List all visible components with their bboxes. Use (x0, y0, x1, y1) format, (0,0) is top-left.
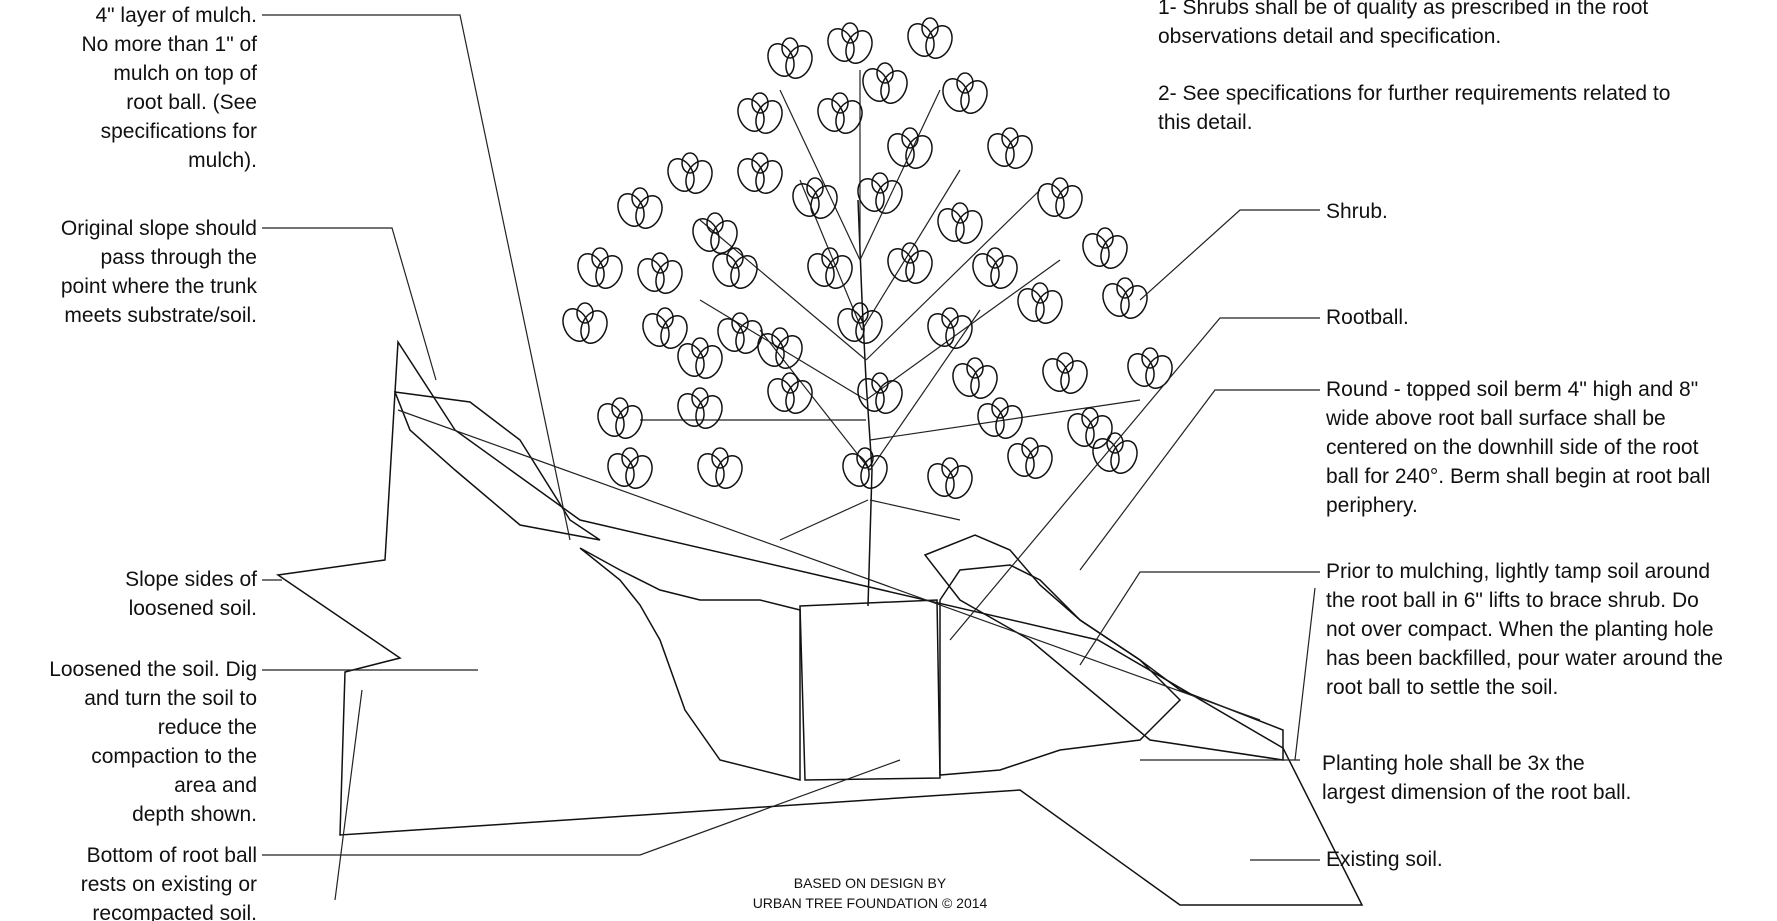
shrub-leaf (857, 372, 903, 414)
shrub-leaf (1102, 277, 1148, 319)
shrub (562, 17, 1173, 607)
shrub-leaf (862, 62, 908, 104)
shrub-leaf (642, 307, 688, 349)
shrub-leaf (562, 302, 608, 344)
shrub-leaf (842, 447, 888, 489)
shrub-leaf (887, 242, 933, 284)
callout-right-4: Prior to mulching, lightly tamp soil aro… (1326, 560, 1723, 699)
callout-right-6: Existing soil. (1326, 848, 1443, 871)
shrub-leaf (792, 177, 838, 219)
shrub-leaf (677, 337, 723, 379)
shrub-leaf (692, 212, 738, 254)
soil-berm-downhill (923, 534, 1284, 761)
shrub-leaf (887, 127, 933, 169)
note-2: 2- See specifications for further requir… (1158, 82, 1670, 134)
backfill-right (939, 564, 1182, 776)
original-slope-line (397, 409, 1261, 721)
shrub-leaf (907, 17, 953, 59)
shrub-leaf (972, 247, 1018, 289)
shrub-leaf (827, 22, 873, 64)
backfill-left (579, 547, 801, 781)
shrub-leaf (667, 152, 713, 194)
shrub-leaf (597, 397, 643, 439)
shrub-leaf (1042, 352, 1088, 394)
shrub-leaf (987, 127, 1033, 169)
shrub-leaf (757, 327, 803, 369)
shrub-leaf (1127, 347, 1173, 389)
shrub-leaf (1017, 282, 1063, 324)
callout-right-3: Round - topped soil berm 4" high and 8"w… (1325, 378, 1710, 517)
shrub-leaf (767, 372, 813, 414)
shrub-leaf (942, 72, 988, 114)
shrub-leaf (837, 302, 883, 344)
shrub-leaf (807, 247, 853, 289)
shrub-leaf (1092, 432, 1138, 474)
callout-right-1: Shrub. (1326, 200, 1388, 223)
shrub-leaf (857, 172, 903, 214)
shrub-leaf (737, 92, 783, 134)
shrub-leaf (952, 357, 998, 399)
shrub-leaf (697, 447, 743, 489)
existing-soil-region (275, 339, 1364, 906)
shrub-leaf (927, 307, 973, 349)
shrub-leaf (737, 152, 783, 194)
shrub-leaf (637, 252, 683, 294)
shrub-leaf (1082, 227, 1128, 269)
shrub-leaf (607, 447, 653, 489)
rootball (799, 599, 941, 781)
shrub-leaf (977, 397, 1023, 439)
shrub-leaf (1037, 177, 1083, 219)
callout-right-2: Rootball. (1326, 306, 1409, 329)
shrub-leaf (767, 37, 813, 79)
shrub-leaf (927, 457, 973, 499)
shrub-leaf (937, 202, 983, 244)
shrub-leaf (817, 92, 863, 134)
mulch-layer-upslope (393, 391, 601, 541)
shrub-leaf (1067, 407, 1113, 449)
shrub-leaf (1007, 437, 1053, 479)
right-callouts: Shrub. Rootball. Round - topped soil berm … (1322, 200, 1723, 871)
shrub-leaf (717, 312, 763, 354)
general-notes: 1- Shrubs shall be of quality as prescri… (1158, 0, 1670, 134)
shrub-leaf (677, 387, 723, 429)
shrub-trunk (857, 199, 873, 607)
note-1: 1- Shrubs shall be of quality as prescri… (1158, 0, 1648, 48)
leader-lines (262, 14, 1320, 901)
shrub-leaf (712, 247, 758, 289)
shrub-leaf (617, 187, 663, 229)
shrub-leaf (577, 247, 623, 289)
